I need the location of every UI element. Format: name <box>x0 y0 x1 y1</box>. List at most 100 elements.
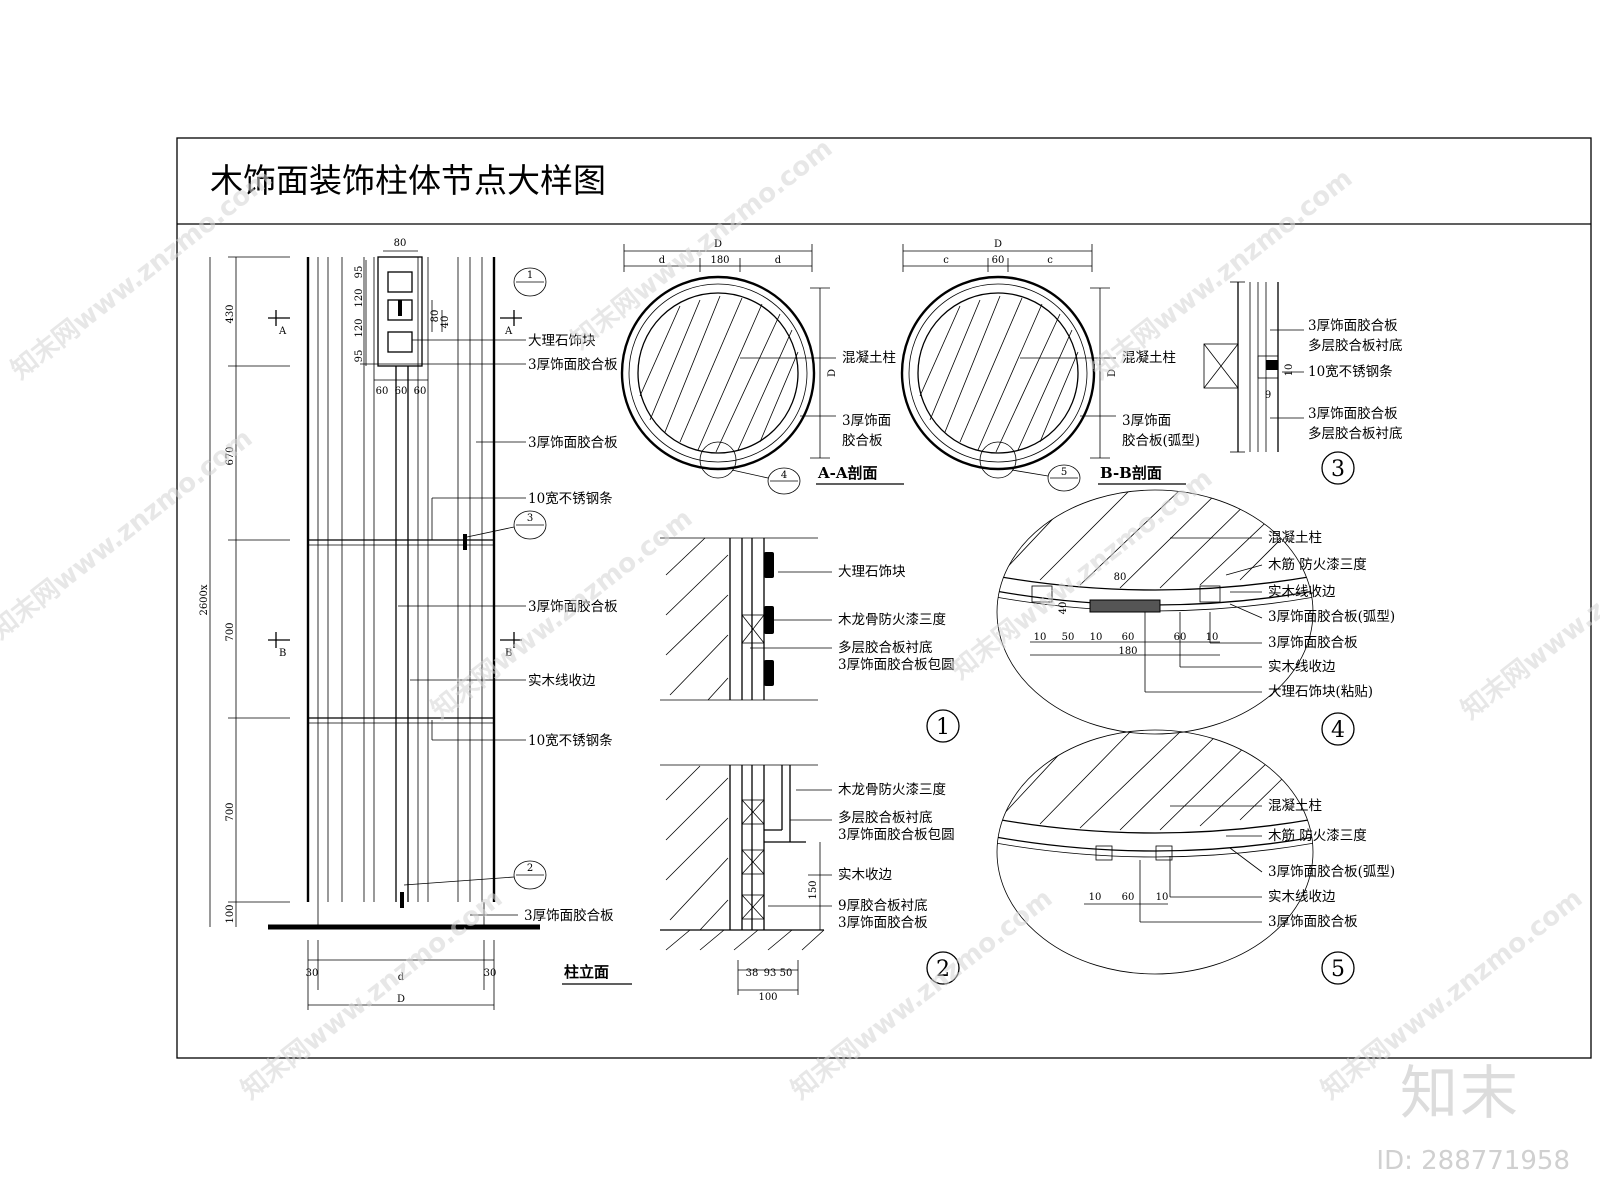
section-b-note-1: 混凝土柱 <box>1122 350 1176 366</box>
detail-4-note-2: 木筋 防火漆三度 <box>1268 556 1367 573</box>
detail-3-note-3: 10宽不锈钢条 <box>1308 363 1393 380</box>
detail-4: 80 10 50 10 60 60 10 180 40 混凝土柱 木筋 防火漆三… <box>996 489 1395 746</box>
section-a-callout: 4 <box>781 470 787 481</box>
detail-5-dim-60: 60 <box>1122 892 1135 903</box>
detail-4-note-5: 3厚饰面胶合板 <box>1268 634 1358 651</box>
detail-5-hatch <box>999 731 1313 831</box>
elev-top-dim-4: 95 <box>354 350 365 363</box>
detail-4-note-6: 实木线收边 <box>1268 659 1336 675</box>
brand-logo-text: 知末 <box>1399 1059 1520 1127</box>
watermark-text: 知末网www.znzmo.com <box>236 883 508 1105</box>
cut-b-right: B <box>505 648 512 659</box>
detail-3: 3厚饰面胶合板 多层胶合板衬底 10宽不锈钢条 3厚饰面胶合板 多层胶合板衬底 … <box>1203 281 1403 485</box>
section-b-hatch <box>919 295 1079 453</box>
section-b-note-2: 3厚饰面 <box>1122 413 1171 429</box>
elev-top-small-2: 40 <box>440 316 451 329</box>
detail-4-dim-80: 80 <box>1114 572 1127 583</box>
elev-seg-5: 100 <box>225 904 236 923</box>
elev-width-mid: d <box>398 972 405 983</box>
section-b-dim-mid: 60 <box>992 255 1005 266</box>
detail-2-note-1: 木龙骨防火漆三度 <box>838 782 946 798</box>
detail-2: 木龙骨防火漆三度 多层胶合板衬底 3厚饰面胶合板包圆 实木收边 9厚胶合板衬底 … <box>660 764 960 1003</box>
detail-4-dim-10c: 10 <box>1206 632 1219 643</box>
section-b-dim-total: D <box>994 239 1002 250</box>
section-a-note-2: 3厚饰面 <box>842 413 891 429</box>
detail-4-dim-60a: 60 <box>1122 632 1135 643</box>
detail-2-hatch <box>665 765 825 951</box>
section-b-label: B-B剖面 <box>1100 464 1162 482</box>
elev-width-right: 30 <box>484 968 497 979</box>
detail-2-note-5: 9厚胶合板衬底 <box>838 897 928 914</box>
elevation-label: 柱立面 <box>564 963 609 981</box>
section-a-note-1: 混凝土柱 <box>842 350 896 366</box>
detail-4-note-3: 实木线收边 <box>1268 584 1336 600</box>
detail-3-note-4: 3厚饰面胶合板 <box>1308 405 1398 422</box>
detail-5-note-2: 木筋 防火漆三度 <box>1268 827 1367 844</box>
elev-bottom-part-1: 60 <box>376 386 389 397</box>
cut-a-left: A <box>278 326 287 337</box>
detail-2-note-4: 实木收边 <box>838 867 892 883</box>
detail-1-note-1: 大理石饰块 <box>838 564 906 580</box>
detail-5: 10 60 10 混凝土柱 木筋 防火漆三度 3厚饰面胶合板(弧型) 实木线收边… <box>996 729 1395 985</box>
elev-note-4: 10宽不锈钢条 <box>528 490 613 507</box>
detail-5-number: 5 <box>1331 957 1345 982</box>
detail-3-note-2: 多层胶合板衬底 <box>1308 337 1403 354</box>
section-b-callout: 5 <box>1061 467 1067 478</box>
detail-2-dim-50: 50 <box>780 968 793 979</box>
detail-5-note-5: 3厚饰面胶合板 <box>1268 913 1358 930</box>
detail-1-hatch <box>665 537 729 701</box>
detail-1-note-2: 木龙骨防火漆三度 <box>838 612 946 628</box>
detail-4-dim-10b: 10 <box>1090 632 1103 643</box>
detail-1-number: 1 <box>936 715 950 740</box>
image-id-label: ID: 288771958 <box>1376 1146 1570 1176</box>
section-a-a: D d 180 d D 4 混凝土柱 3厚饰面 胶合板 A-A剖面 <box>620 239 904 495</box>
elev-note-5: 3厚饰面胶合板 <box>528 598 618 615</box>
detail-4-note-4: 3厚饰面胶合板(弧型) <box>1268 608 1395 625</box>
detail-2-note-6: 3厚饰面胶合板 <box>838 914 928 931</box>
column-elevation: 2600x 430 670 700 700 100 80 95 120 120 … <box>199 238 632 1010</box>
detail-4-dim-50: 50 <box>1062 632 1075 643</box>
elev-note-1: 大理石饰块 <box>528 333 596 349</box>
detail-2-dim-150: 150 <box>808 880 819 899</box>
section-a-hatch <box>639 295 799 453</box>
elev-top-small-1: 80 <box>430 310 441 323</box>
elev-bottom-part-2: 60 <box>395 386 408 397</box>
section-a-dim-d1: d <box>659 255 666 266</box>
detail-2-number: 2 <box>936 957 950 982</box>
detail-5-dim-10a: 10 <box>1089 892 1102 903</box>
detail-5-note-4: 实木线收边 <box>1268 889 1336 905</box>
detail-3-dim-2: 9 <box>1265 390 1271 401</box>
elev-top-dim-1: 95 <box>354 266 365 279</box>
detail-5-note-3: 3厚饰面胶合板(弧型) <box>1268 863 1395 880</box>
elev-top-dim-3: 120 <box>354 318 365 337</box>
section-b-height: D <box>1107 369 1118 377</box>
elev-note-8: 3厚饰面胶合板 <box>524 907 614 924</box>
elev-seg-4: 700 <box>225 802 236 821</box>
elev-seg-3: 700 <box>225 622 236 641</box>
detail-3-note-1: 3厚饰面胶合板 <box>1308 317 1398 334</box>
section-a-note-3: 胶合板 <box>842 432 883 449</box>
detail-2-dim-93: 93 <box>764 968 777 979</box>
section-a-label: A-A剖面 <box>817 464 878 482</box>
elev-total-height: 2600x <box>199 584 210 615</box>
section-a-height: D <box>827 369 838 377</box>
detail-2-dim-38: 38 <box>746 968 759 979</box>
detail-4-number: 4 <box>1331 718 1345 743</box>
elev-seg-1: 430 <box>225 304 236 323</box>
detail-5-dim-10b: 10 <box>1156 892 1169 903</box>
page-title: 木饰面装饰柱体节点大样图 <box>210 161 606 200</box>
elev-seg-2: 670 <box>225 446 236 465</box>
elev-note-7: 10宽不锈钢条 <box>528 732 613 749</box>
watermark-text: 知末网www.znzmo.com <box>1456 503 1600 725</box>
detail-2-note-3: 3厚饰面胶合板包圆 <box>838 826 955 843</box>
detail-4-dim-10a: 10 <box>1034 632 1047 643</box>
watermark-text: 知末网www.znzmo.com <box>566 133 838 355</box>
detail-3-number: 3 <box>1331 457 1345 482</box>
detail-4-note-7: 大理石饰块(粘贴) <box>1268 684 1373 700</box>
watermark-text: 知末网www.znzmo.com <box>946 463 1218 685</box>
sheet-frame <box>176 137 1592 1059</box>
elev-note-2: 3厚饰面胶合板 <box>528 356 618 373</box>
elev-note-6: 实木线收边 <box>528 673 596 689</box>
